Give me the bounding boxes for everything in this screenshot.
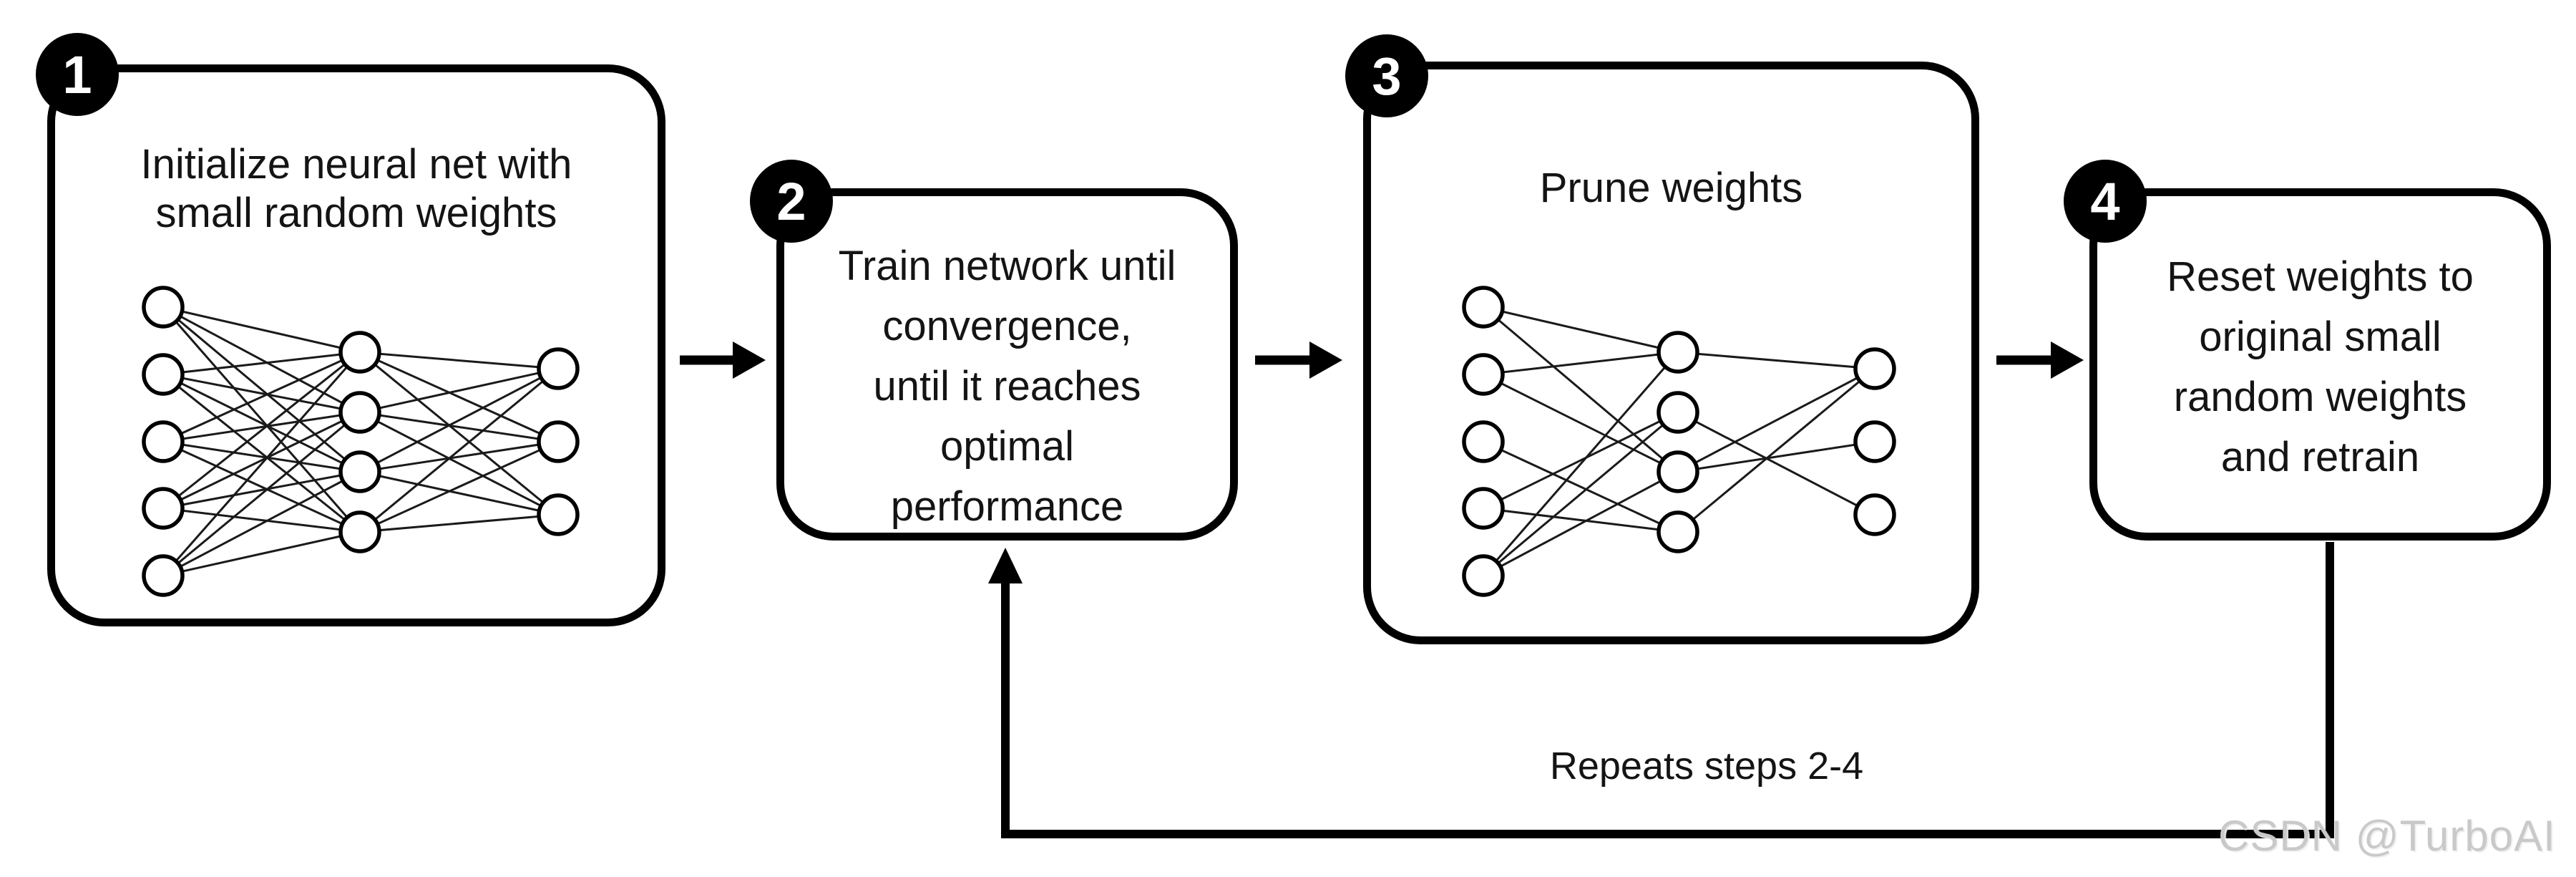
network-node xyxy=(1853,347,1896,390)
watermark-text: CSDN @TurboAI xyxy=(2218,812,2556,860)
network-node xyxy=(537,493,580,536)
network-edge xyxy=(162,411,361,443)
network-node xyxy=(338,331,381,374)
loop-arrow-step4-to-step2 xyxy=(988,542,2334,838)
network-node xyxy=(1657,510,1699,553)
step-3-number-badge: 3 xyxy=(1345,34,1428,117)
network-node xyxy=(1462,420,1505,463)
network-edge xyxy=(1483,440,1679,533)
network-edge xyxy=(162,351,361,443)
network-edge xyxy=(1483,411,1679,577)
network-node xyxy=(1853,420,1896,463)
network-edge xyxy=(162,440,361,473)
network-node xyxy=(1462,286,1505,329)
network-edge xyxy=(162,470,361,577)
network-node xyxy=(1462,487,1505,530)
network-node xyxy=(537,420,580,463)
pruned-network-drawing xyxy=(1462,286,1896,597)
network-node xyxy=(142,353,185,396)
network-edge xyxy=(359,367,559,414)
network-edge xyxy=(162,306,361,473)
network-edge xyxy=(1483,411,1679,510)
network-edge xyxy=(359,440,559,533)
network-edge xyxy=(1483,351,1679,376)
network-node xyxy=(142,487,185,530)
network-edge xyxy=(162,470,361,510)
step-2-number-badge: 2 xyxy=(750,160,833,243)
network-edge xyxy=(359,411,559,443)
network-edge xyxy=(1677,440,1875,473)
network-node xyxy=(338,450,381,493)
network-node xyxy=(1853,493,1896,536)
network-edge xyxy=(1677,411,1875,516)
network-edge xyxy=(1483,373,1679,473)
network-edge xyxy=(1483,306,1679,354)
arrow-step2-to-step3 xyxy=(1255,341,1342,379)
loop-caption: Repeats steps 2-4 xyxy=(1549,745,1864,788)
network-edge xyxy=(1482,352,1679,576)
full-network-drawing xyxy=(142,286,580,597)
network-edge xyxy=(162,306,361,414)
network-node xyxy=(1462,353,1505,396)
network-edge xyxy=(162,352,361,576)
network-edge xyxy=(162,507,361,533)
network-edge xyxy=(359,367,559,533)
arrow-step1-to-step2 xyxy=(680,341,766,379)
network-edge xyxy=(1483,470,1679,577)
network-edge xyxy=(162,373,361,414)
network-node xyxy=(142,420,185,463)
step-4-number-badge: 4 xyxy=(2064,160,2147,243)
network-node xyxy=(537,347,580,390)
network-edge xyxy=(1483,507,1679,533)
network-edge xyxy=(359,351,559,443)
network-edge xyxy=(359,351,559,370)
network-edge xyxy=(359,513,559,533)
network-edge xyxy=(1677,351,1875,370)
network-edge xyxy=(162,530,361,577)
network-node xyxy=(1657,391,1699,434)
network-edge xyxy=(359,367,559,473)
step-4-label: Reset weights to original small random w… xyxy=(2167,253,2474,480)
network-edge xyxy=(162,306,361,533)
network-edge xyxy=(359,470,559,516)
network-node xyxy=(1657,331,1699,374)
network-edge xyxy=(1677,367,1875,473)
network-edge xyxy=(162,351,361,376)
network-edge xyxy=(359,411,559,516)
network-edge xyxy=(162,411,361,577)
network-node xyxy=(1657,450,1699,493)
network-node xyxy=(338,510,381,553)
network-node xyxy=(338,391,381,434)
step-1-label: Initialize neural net with small random … xyxy=(140,141,572,236)
step-3-label: Prune weights xyxy=(1539,165,1803,211)
network-edge xyxy=(359,351,559,516)
step-4-box xyxy=(2089,188,2551,541)
network-edge xyxy=(162,373,361,533)
network-edge xyxy=(162,306,361,354)
network-node xyxy=(142,554,185,597)
network-node xyxy=(142,286,185,329)
step-2-box xyxy=(776,188,1238,541)
network-edge xyxy=(162,373,361,473)
network-edge xyxy=(359,440,559,473)
network-node xyxy=(1462,554,1505,597)
network-edge xyxy=(162,411,361,510)
network-edge xyxy=(1483,306,1679,473)
network-edge xyxy=(162,440,361,533)
network-edge xyxy=(1677,367,1875,533)
network-edge xyxy=(162,351,361,510)
arrow-step3-to-step4 xyxy=(1996,341,2084,379)
step-1-number-badge: 1 xyxy=(36,33,119,116)
step-2-label: Train network until convergence, until i… xyxy=(838,243,1176,530)
